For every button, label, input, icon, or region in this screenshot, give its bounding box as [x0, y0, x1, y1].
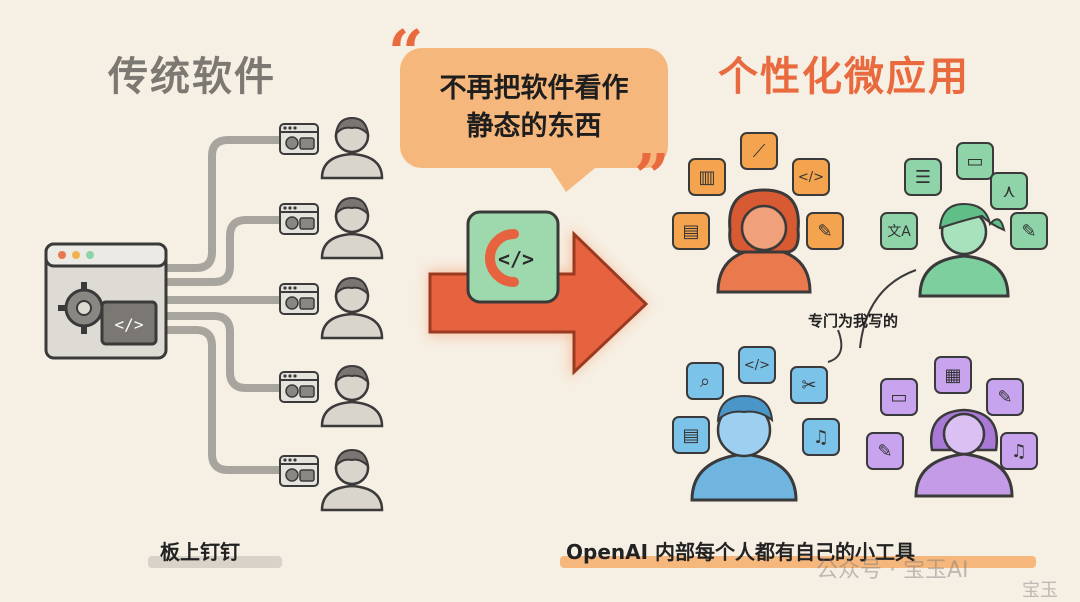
bar-chart-icon: ▥ — [688, 158, 726, 196]
purple-person — [914, 408, 1014, 498]
pencil-icon-purple-2: ✎ — [866, 432, 904, 470]
right-caption-underline — [560, 556, 1036, 568]
translate-icon: 文A — [880, 212, 918, 250]
search-icon: ⌕ — [686, 362, 724, 400]
watermark-line-1: 公众号 · 宝玉AI — [816, 558, 969, 583]
user-row-1 — [279, 116, 384, 180]
bubble-line-2: 静态的东西 — [466, 111, 602, 142]
personalized-diagram — [690, 188, 1014, 502]
list-icon: ☰ — [904, 158, 942, 196]
user-rows — [279, 116, 384, 512]
calendar-icon: ▦ — [934, 356, 972, 394]
pencil-icon-purple: ✎ — [986, 378, 1024, 416]
code-window-icon: </> — [792, 158, 830, 196]
user-row-5 — [279, 448, 384, 512]
watermark-line-2: 宝玉 — [1022, 580, 1058, 601]
traditional-software-title: 传统软件 — [108, 54, 276, 100]
software-window-icon: </> — [44, 242, 168, 360]
user-row-3 — [279, 276, 384, 340]
code-window-icon-blue: </> — [738, 346, 776, 384]
chat-icon: ▭ — [956, 142, 994, 180]
tools-icon: ✂ — [790, 366, 828, 404]
scroll-icon: ▤ — [672, 416, 710, 454]
music-icon: ♫ — [802, 418, 840, 456]
music-icon-purple: ♫ — [1000, 432, 1038, 470]
speech-bubble-tail — [548, 164, 600, 192]
document-icon: ▤ — [672, 212, 710, 250]
blue-person — [690, 394, 798, 502]
chat-icon-purple: ▭ — [880, 378, 918, 416]
cursor-icon: ⋏ — [990, 172, 1028, 210]
quote-close-mark: ” — [634, 140, 670, 213]
left-caption-underline — [148, 556, 282, 568]
svg-text:</>: </> — [115, 315, 144, 334]
user-row-4 — [279, 364, 384, 428]
speech-bubble: 不再把软件看作 静态的东西 — [400, 48, 668, 168]
green-person — [918, 202, 1010, 298]
personalized-microapps-title: 个性化微应用 — [718, 54, 970, 100]
orange-person — [716, 188, 812, 294]
user-row-2 — [279, 196, 384, 260]
pencil-icon: ✎ — [806, 212, 844, 250]
callout-text: 专门为我写的 — [808, 312, 899, 330]
transform-arrow: </> — [428, 210, 649, 378]
bubble-line-1: 不再把软件看作 — [439, 73, 629, 104]
pencil-icon-green: ✎ — [1010, 212, 1048, 250]
svg-text:</>: </> — [498, 247, 534, 271]
line-chart-icon: ⟋ — [740, 132, 778, 170]
connector-lines — [164, 136, 284, 474]
left-caption: 板上钉钉 — [160, 540, 240, 564]
right-caption: OpenAI 内部每个人都有自己的小工具 — [566, 540, 916, 564]
app-logo-icon: </> — [466, 210, 560, 304]
